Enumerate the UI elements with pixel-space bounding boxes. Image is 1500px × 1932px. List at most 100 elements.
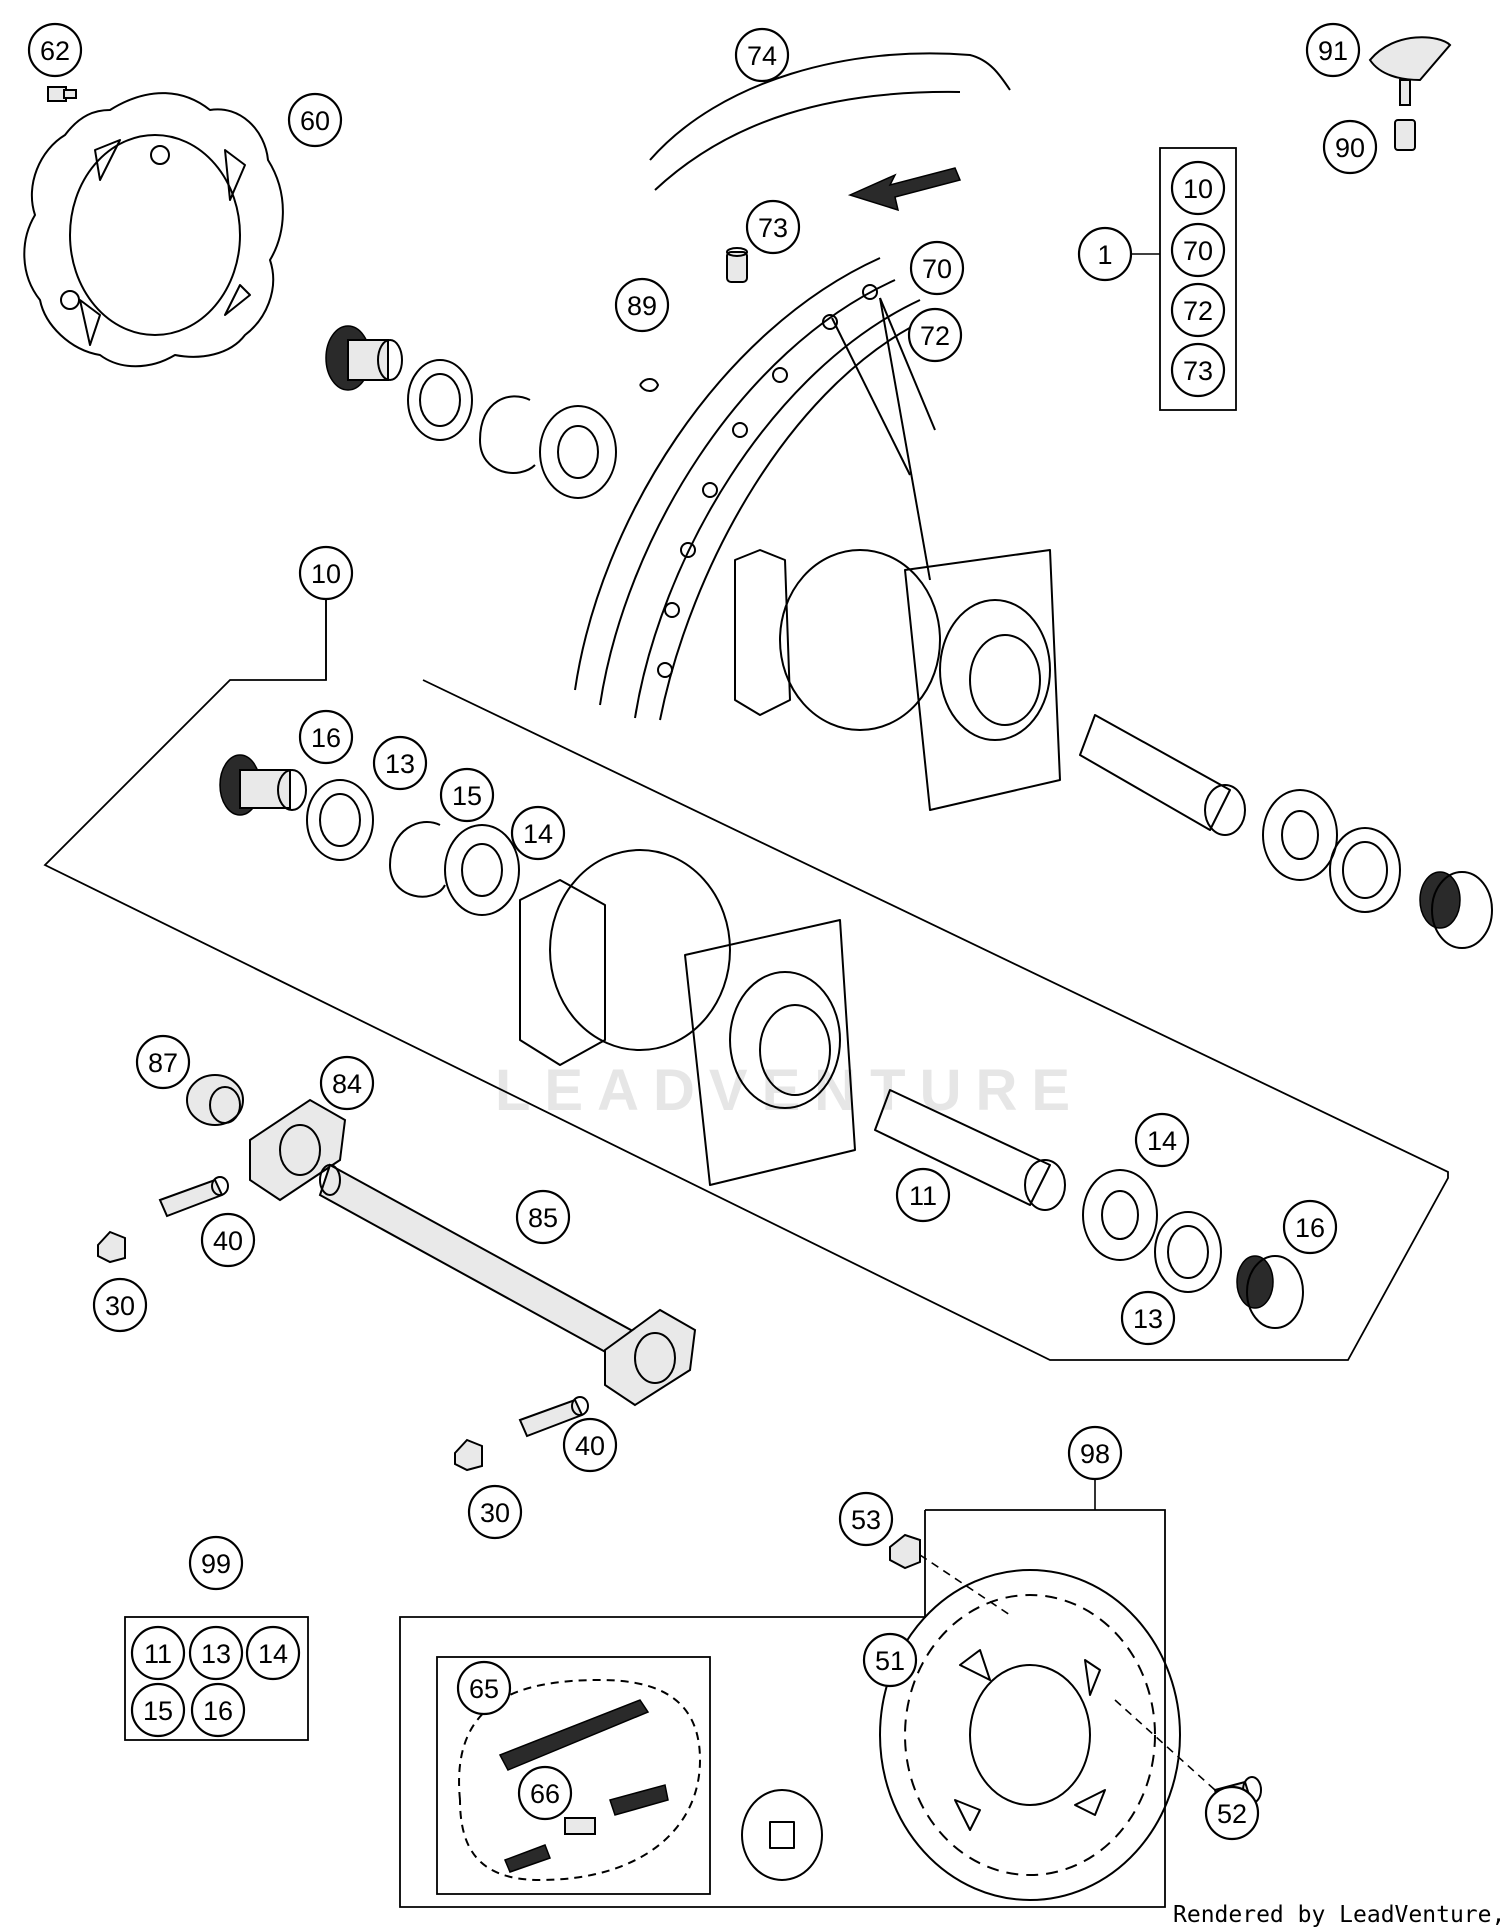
callout-11[interactable]: 11 (895, 1167, 951, 1223)
wheel-hub (734, 549, 1061, 811)
callout-circle (130, 1625, 186, 1681)
callout-90[interactable]: 90 (1322, 119, 1378, 175)
hub-bearing-right (1082, 1169, 1158, 1261)
upper-seal (407, 359, 473, 441)
callout-label: 1 (1097, 240, 1112, 270)
adjuster-nut-right (454, 1438, 483, 1472)
callout-60[interactable]: 60 (287, 92, 343, 148)
callout-72[interactable]: 72 (907, 307, 963, 363)
hub-seal-right (1154, 1211, 1222, 1293)
callout-89[interactable]: 89 (614, 277, 670, 333)
callout-65[interactable]: 65 (456, 1660, 512, 1716)
callout-label: 62 (40, 36, 70, 66)
callout-87[interactable]: 87 (135, 1034, 191, 1090)
callout-84[interactable]: 84 (319, 1055, 375, 1111)
callout-label: 30 (480, 1498, 510, 1528)
valve-cap (1368, 36, 1452, 106)
callout-circle (319, 1055, 375, 1111)
clip (639, 378, 659, 392)
callout-circle (1170, 282, 1226, 338)
callout-label: 72 (920, 321, 950, 351)
hub-spacer-left (219, 754, 307, 816)
callout-13[interactable]: 13 (188, 1625, 244, 1681)
callout-label: 74 (747, 41, 777, 71)
callout-label: 16 (311, 723, 341, 753)
wheel-right-bearing (1262, 789, 1338, 881)
callout-52[interactable]: 52 (1204, 1785, 1260, 1841)
adjuster-nut-left (97, 1230, 126, 1264)
callout-16[interactable]: 16 (190, 1682, 246, 1738)
watermark: LEADVENTURE (495, 1058, 1084, 1123)
hub-spacer-tube (874, 1089, 1066, 1211)
callout-circle (456, 1660, 512, 1716)
callout-circle (1170, 160, 1226, 216)
sprocket-nut (889, 1533, 921, 1570)
callout-13[interactable]: 13 (372, 735, 428, 791)
callout-circle (190, 1682, 246, 1738)
callout-14[interactable]: 14 (510, 805, 566, 861)
callout-label: 99 (201, 1549, 231, 1579)
chain-adjuster-right (604, 1308, 697, 1407)
callout-72[interactable]: 72 (1170, 282, 1226, 338)
callout-circle (1170, 222, 1226, 278)
callout-circle (27, 22, 83, 78)
hub-circlip (389, 820, 446, 898)
callout-66[interactable]: 66 (517, 1765, 573, 1821)
callout-11[interactable]: 11 (130, 1625, 186, 1681)
callout-91[interactable]: 91 (1305, 22, 1361, 78)
callout-15[interactable]: 15 (130, 1682, 186, 1738)
callout-circle (372, 735, 428, 791)
callout-circle (1120, 1290, 1176, 1346)
callout-label: 72 (1183, 296, 1213, 326)
callout-70[interactable]: 70 (909, 240, 965, 296)
callout-73[interactable]: 73 (745, 199, 801, 255)
callout-10[interactable]: 10 (1170, 160, 1226, 216)
callout-16[interactable]: 16 (1282, 1199, 1338, 1255)
callout-14[interactable]: 14 (245, 1625, 301, 1681)
callout-label: 87 (148, 1048, 178, 1078)
callout-51[interactable]: 51 (862, 1632, 918, 1688)
callout-99[interactable]: 99 (188, 1535, 244, 1591)
callout-label: 10 (311, 559, 341, 589)
callout-label: 15 (452, 781, 482, 811)
callout-85[interactable]: 85 (515, 1189, 571, 1245)
hub-spacer-right (1236, 1255, 1304, 1329)
callout-label: 13 (201, 1639, 231, 1669)
callout-62[interactable]: 62 (27, 22, 83, 78)
sprocket-nut-leader (919, 1554, 1011, 1616)
callout-40[interactable]: 40 (562, 1417, 618, 1473)
upper-circlip (479, 395, 536, 474)
callout-13[interactable]: 13 (1120, 1290, 1176, 1346)
callout-label: 16 (1295, 1213, 1325, 1243)
callout-circle (1305, 22, 1361, 78)
callout-14[interactable]: 14 (1134, 1112, 1190, 1168)
callout-label: 53 (851, 1505, 881, 1535)
callout-label: 11 (909, 1181, 937, 1211)
wheel-spacer-tube (1079, 714, 1246, 836)
callout-30[interactable]: 30 (92, 1277, 148, 1333)
callout-40[interactable]: 40 (200, 1212, 256, 1268)
callout-1[interactable]: 1 (1077, 226, 1133, 282)
callout-circle (838, 1491, 894, 1547)
callout-98[interactable]: 98 (1067, 1425, 1123, 1481)
callout-label: 14 (258, 1639, 288, 1669)
callout-label: 98 (1080, 1439, 1110, 1469)
callout-10[interactable]: 10 (298, 545, 354, 601)
callout-73[interactable]: 73 (1170, 342, 1226, 398)
callout-15[interactable]: 15 (439, 767, 495, 823)
callout-label: 52 (1217, 1799, 1247, 1829)
callout-70[interactable]: 70 (1170, 222, 1226, 278)
callout-layer: 62 60 74 73 89 70 72 91 90 1 10 70 72 73 10 16 13 15 14 87 8… (27, 22, 1378, 1841)
callout-label: 13 (385, 749, 415, 779)
callout-30[interactable]: 30 (467, 1484, 523, 1540)
callout-74[interactable]: 74 (734, 27, 790, 83)
spokes (831, 297, 936, 581)
callout-16[interactable]: 16 (298, 709, 354, 765)
adjuster-bolt-left (158, 1176, 229, 1218)
callout-circle (1204, 1785, 1260, 1841)
callout-circle (467, 1484, 523, 1540)
callout-53[interactable]: 53 (838, 1491, 894, 1547)
callout-label: 90 (1335, 133, 1365, 163)
callout-circle (92, 1277, 148, 1333)
chain-adjuster-left (249, 1098, 347, 1202)
